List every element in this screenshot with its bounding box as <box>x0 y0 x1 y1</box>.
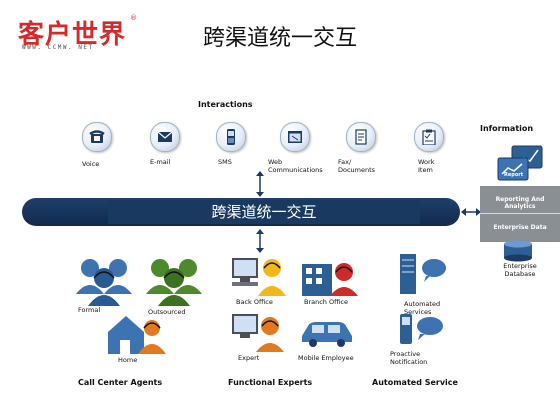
phone-icon <box>82 122 112 152</box>
interaction-label-line: Fax/ <box>338 158 352 166</box>
interaction-label: Voice <box>82 160 100 168</box>
logo-text: 客户世界 <box>18 20 127 50</box>
page-title: 跨渠道统一交互 <box>202 26 357 51</box>
agent-outsourced-label: Outsourced <box>148 308 186 316</box>
email-icon <box>150 122 180 152</box>
arrow-right-icon <box>461 208 481 216</box>
automated-services-label-line: Automated <box>404 300 441 308</box>
interactions-heading: Interactions <box>198 100 253 109</box>
database-label-line: Enterprise <box>503 262 537 270</box>
interaction-label: E-mail <box>150 158 171 166</box>
notification-phone-icon <box>400 314 443 344</box>
bus-label: 跨渠道统一交互 <box>211 203 317 221</box>
agent-home-label: Home <box>118 356 138 364</box>
panel-item-enterprise-data: Enterprise Data <box>493 224 547 231</box>
car-icon <box>302 322 352 347</box>
home-agent-icon <box>108 316 166 354</box>
interaction-label: SMS <box>218 158 232 166</box>
expert-branch-office-label: Branch Office <box>304 298 348 306</box>
information-heading: Information <box>480 124 534 133</box>
expert-label: Expert <box>238 354 260 362</box>
expert-mobile-employee-label: Mobile Employee <box>298 354 354 362</box>
web-browser-icon <box>280 122 310 152</box>
back-office-icon <box>232 258 286 296</box>
logo-url: WWW. CCMW. NET <box>22 44 94 51</box>
notification-label-line: Proactive <box>390 350 421 358</box>
outsourced-agents-icon <box>146 259 202 306</box>
branch-office-icon <box>302 263 358 296</box>
fax-icon <box>346 122 376 152</box>
agent-formal-label: Formal <box>78 306 101 314</box>
logo-registered-mark: ® <box>130 14 137 22</box>
database-label-line: Database <box>504 270 536 278</box>
server-icon <box>400 254 446 294</box>
clipboard-icon <box>414 122 444 152</box>
call-center-heading: Call Center Agents <box>78 378 163 387</box>
notification-label-line: Notification <box>390 358 428 366</box>
panel-divider <box>480 213 560 214</box>
expert-icon <box>232 314 284 352</box>
automated-service-heading: Automated Service <box>372 378 458 387</box>
database-icon <box>504 240 532 262</box>
automated-services-label-line: Services <box>404 308 432 316</box>
information-panel <box>480 186 560 242</box>
interaction-label-line: Work <box>418 158 435 166</box>
report-chart-icon <box>497 145 543 181</box>
panel-item-reporting: Reporting And Analytics <box>495 196 545 210</box>
interaction-label-line: Documents <box>338 166 376 174</box>
functional-experts-heading: Functional Experts <box>228 378 313 387</box>
bus-inner-panel <box>108 200 420 224</box>
interaction-label-line: Web <box>268 158 283 166</box>
formal-agents-icon <box>76 259 132 306</box>
report-badge: Report <box>504 172 524 178</box>
expert-back-office-label: Back Office <box>236 298 273 306</box>
arrow-bottom-icon <box>256 229 264 253</box>
interaction-label-line: Item <box>418 166 433 174</box>
arrow-top-icon <box>256 171 264 197</box>
interaction-label-line: Communications <box>268 166 323 174</box>
mobile-phone-icon <box>216 122 246 152</box>
